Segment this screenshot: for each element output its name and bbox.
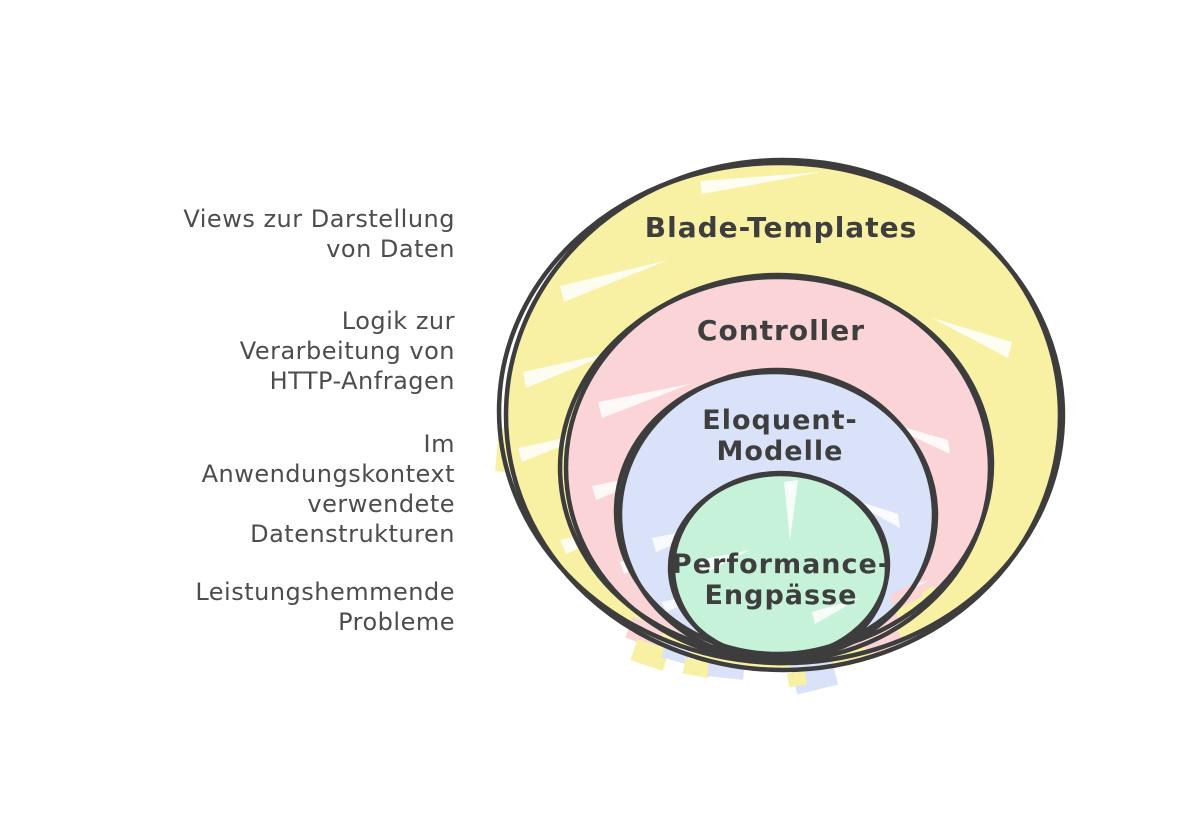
ring-label-performance-engpaesse: Performance- Engpässe bbox=[671, 549, 891, 611]
ring-outlines bbox=[496, 157, 1066, 673]
performance-engpaesse-outline-pass2 bbox=[667, 471, 891, 661]
ring-label-eloquent-modelle: Eloquent- Modelle bbox=[702, 405, 858, 467]
overshoot-yellow-bottom bbox=[682, 657, 712, 679]
eloquent-modelle-outline-pass2 bbox=[613, 369, 939, 657]
ring-label-blade-templates: Blade-Templates bbox=[644, 211, 918, 244]
overshoot-yellow-bottom-small bbox=[786, 670, 808, 688]
highlight-streaks-green bbox=[700, 480, 860, 624]
annotation-blade-templates: Views zur Darstellung von Daten bbox=[183, 205, 455, 263]
ring-label-controller: Controller bbox=[696, 314, 866, 347]
performance-engpaesse-fill bbox=[675, 475, 885, 661]
annotation-eloquent-modelle: Im Anwendungskontext verwendete Datenstr… bbox=[201, 430, 455, 548]
annotation-performance-engpaesse: Leistungshemmende Probleme bbox=[195, 578, 455, 636]
blade-templates-outline bbox=[503, 157, 1063, 673]
overshoot-yellow-bottom-left bbox=[630, 639, 670, 671]
annotation-controller: Logik zur Verarbeitung von HTTP-Anfragen bbox=[239, 307, 455, 395]
